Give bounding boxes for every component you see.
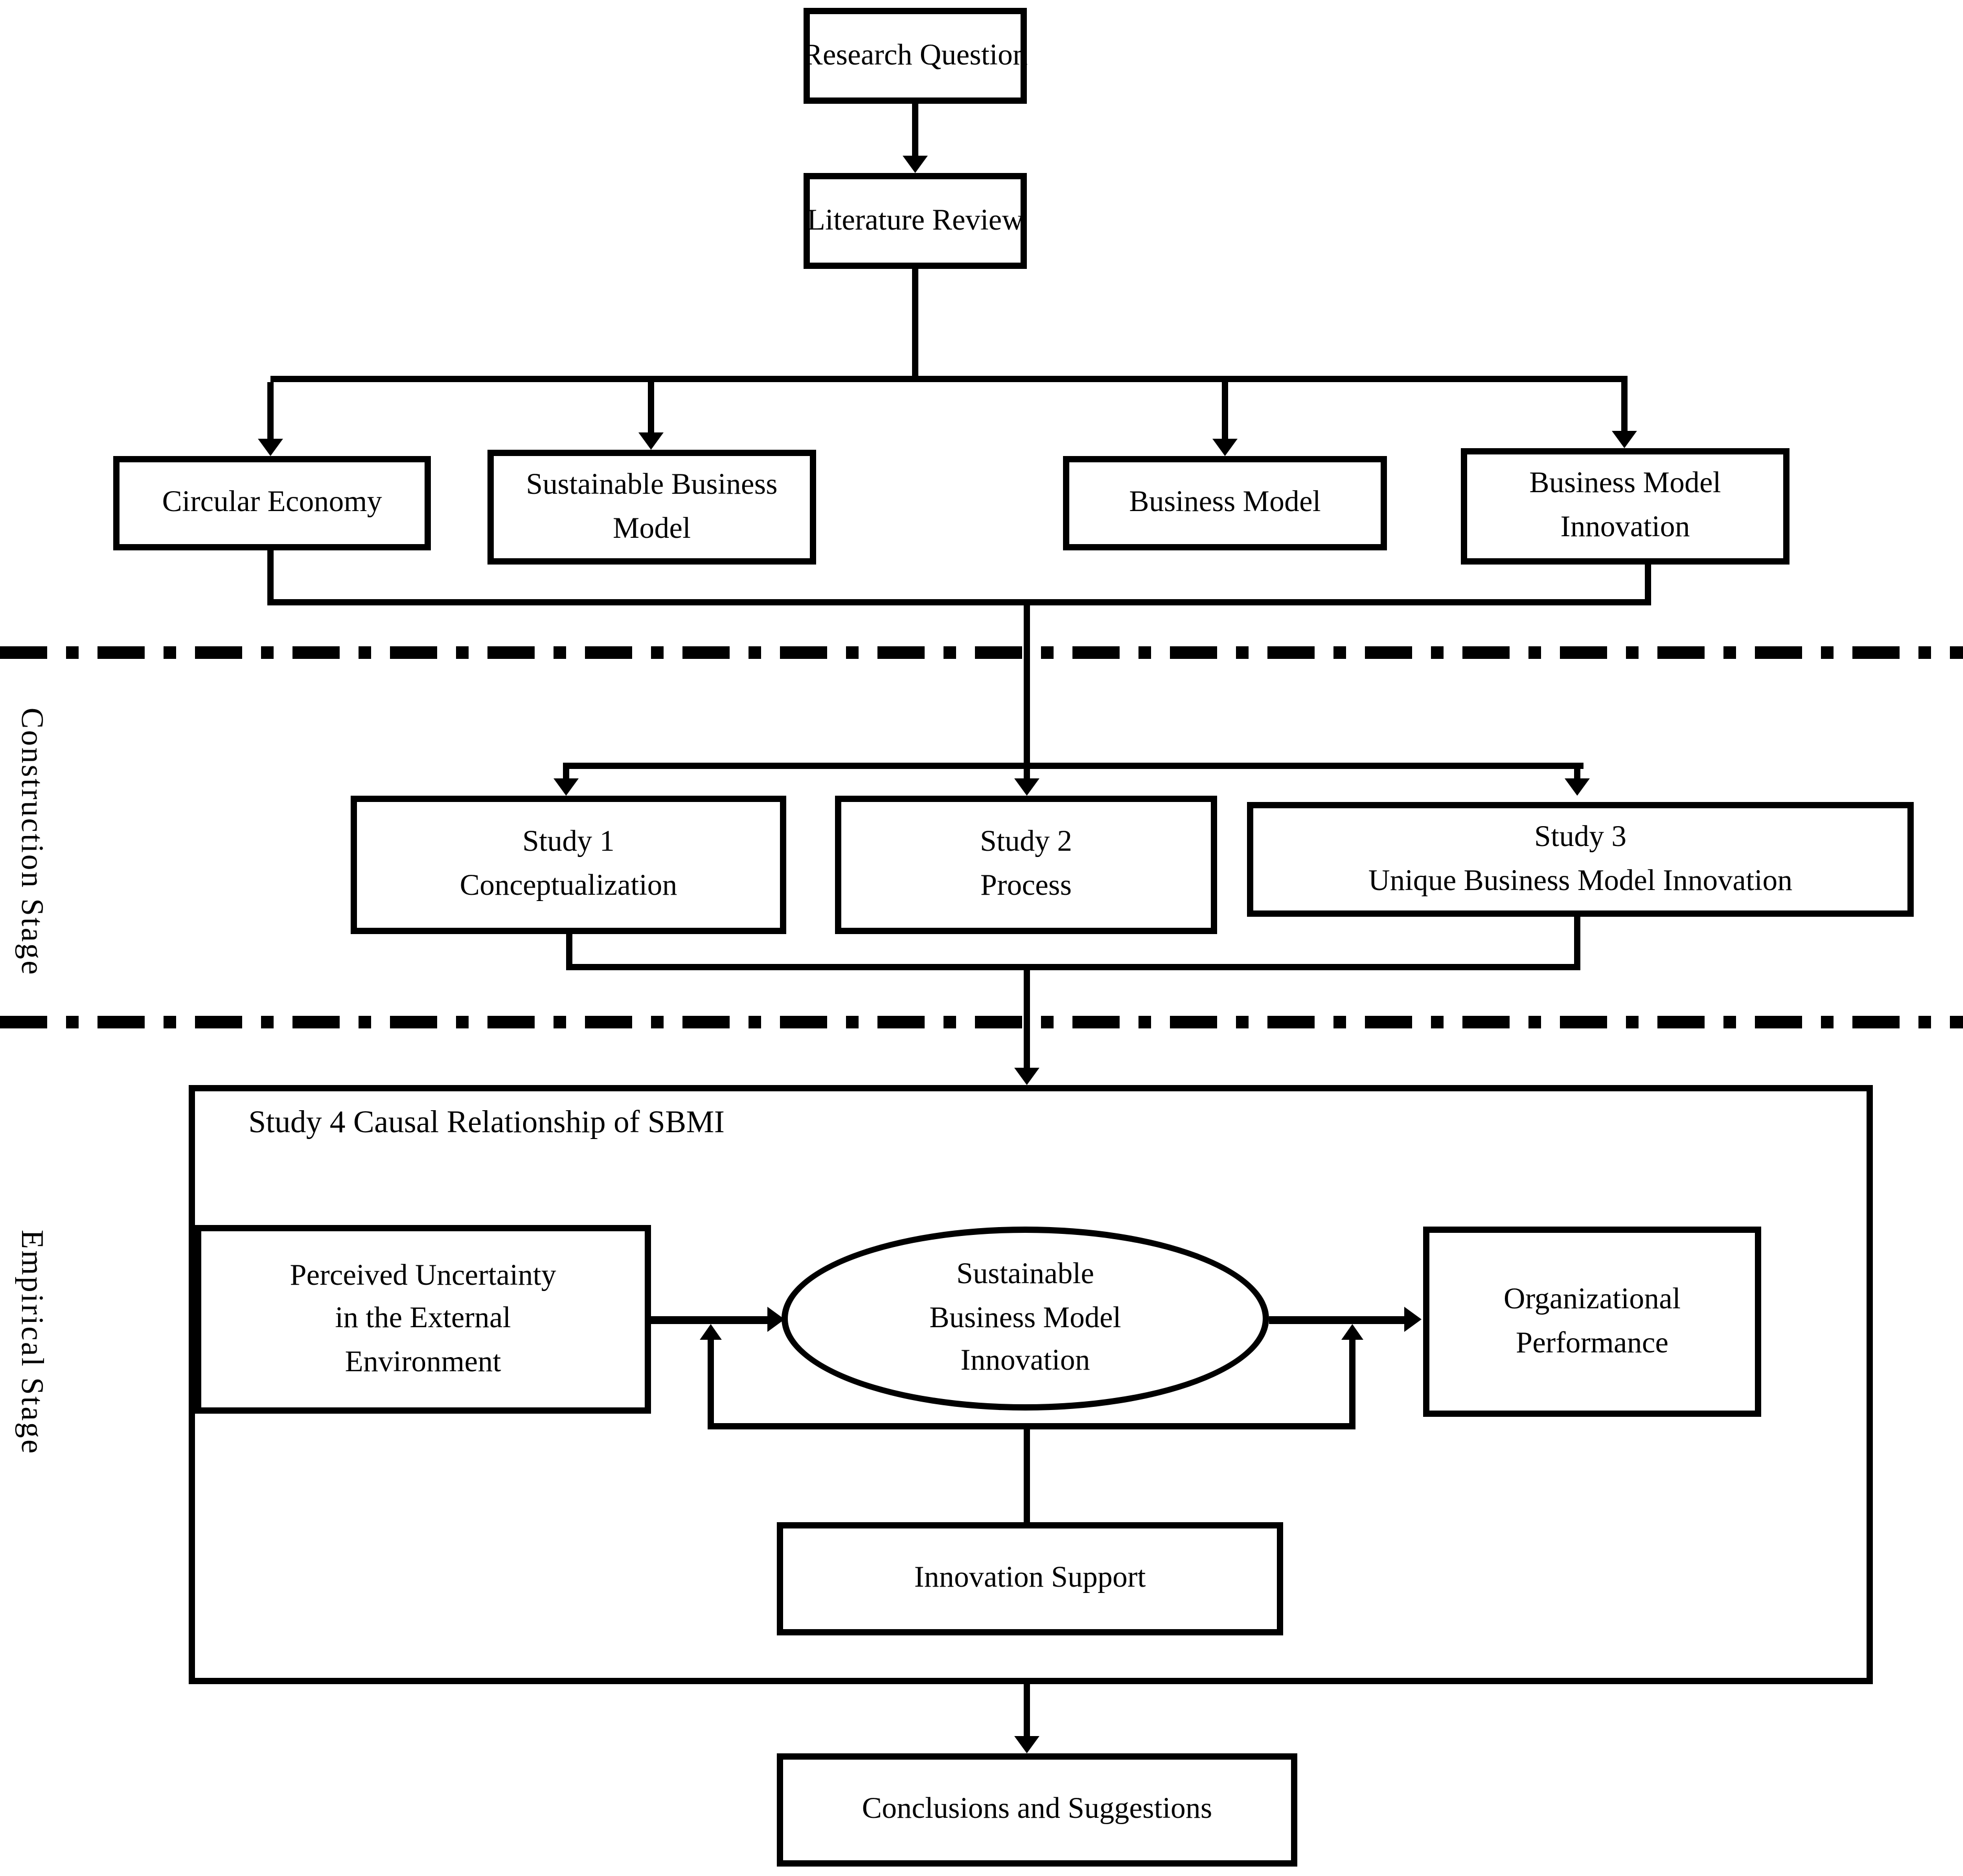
connector-lr-branch — [912, 269, 918, 379]
connector-ce-collector — [267, 550, 274, 599]
circular-economy-box: Circular Economy — [113, 456, 431, 550]
op-line1: Organizational — [1503, 1283, 1681, 1316]
business-model-innovation-box: Business Model Innovation — [1461, 448, 1790, 565]
pu-line3: Environment — [345, 1346, 501, 1379]
arrowhead-down — [638, 432, 664, 450]
connector-branch-bm — [1222, 382, 1228, 439]
arrowhead-down — [258, 439, 283, 456]
arrowhead-up — [700, 1324, 722, 1340]
arrowhead-down — [1612, 431, 1637, 448]
moderation-riser-left — [708, 1338, 714, 1426]
literature-review-box: Literature Review — [804, 173, 1027, 269]
sbmi-line1: Sustainable — [956, 1258, 1094, 1292]
business-model-box: Business Model — [1063, 456, 1387, 550]
sustainable-business-model-box: Sustainable Business Model — [487, 450, 816, 565]
conclusions-label: Conclusions and Suggestions — [862, 1793, 1212, 1826]
moderation-riser-right — [1349, 1338, 1355, 1426]
connector-branch-bmi — [1621, 382, 1628, 431]
literature-review-label: Literature Review — [807, 204, 1024, 237]
innovation-support-label: Innovation Support — [914, 1561, 1146, 1595]
connector-rq-lr — [912, 104, 918, 157]
arrowhead-down — [903, 156, 928, 173]
stage-separator-empirical — [0, 1016, 1963, 1028]
arrowhead-down — [1212, 439, 1238, 456]
connector-is-moderation — [1024, 1429, 1030, 1522]
empirical-stage-label: Empirical Stage — [14, 1230, 49, 1455]
study-1-line1: Study 1 — [522, 826, 615, 860]
study-2-line1: Study 2 — [980, 826, 1072, 860]
connector-study3-collector — [1574, 917, 1580, 967]
moderation-line — [708, 1423, 1355, 1429]
organizational-performance-box: Organizational Performance — [1423, 1227, 1761, 1417]
sbm-label-line1: Sustainable Business — [526, 468, 778, 502]
perceived-uncertainty-box: Perceived Uncertainty in the External En… — [195, 1225, 651, 1414]
arrowhead-right — [767, 1307, 785, 1332]
study-3-line1: Study 3 — [1534, 820, 1626, 854]
pu-line2: in the External — [335, 1302, 511, 1336]
branch-line-top — [270, 376, 1628, 382]
stage-separator-construction — [0, 646, 1963, 659]
arrowhead-right — [1404, 1307, 1422, 1332]
bmi-label-line1: Business Model — [1529, 468, 1721, 501]
connector-branch-ce — [267, 382, 274, 439]
bmi-label-line2: Innovation — [1560, 511, 1690, 544]
circular-economy-label: Circular Economy — [162, 486, 382, 519]
construction-stage-label: Construction Stage — [14, 708, 49, 977]
arrowhead-down — [1014, 778, 1039, 796]
study-3-box: Study 3 Unique Business Model Innovation — [1247, 802, 1914, 917]
sbmi-line3: Innovation — [960, 1344, 1090, 1378]
research-question-box: Research Question — [802, 8, 1028, 104]
innovation-support-box: Innovation Support — [777, 1522, 1283, 1635]
pu-line1: Perceived Uncertainty — [289, 1259, 557, 1293]
arrow-pu-to-sbmi — [651, 1316, 771, 1324]
distributor-line-studies — [563, 763, 1584, 769]
arrowhead-down — [1565, 778, 1590, 796]
arrowhead-down — [1014, 1736, 1039, 1753]
study-1-line2: Conceptualization — [460, 870, 677, 903]
study-2-box: Study 2 Process — [835, 796, 1217, 934]
arrowhead-down — [1014, 1068, 1039, 1085]
sbm-label-line2: Model — [613, 512, 691, 545]
op-line2: Performance — [1515, 1326, 1669, 1360]
collector-line-literature — [267, 599, 1651, 605]
business-model-label: Business Model — [1129, 486, 1321, 519]
connector-branch-sbm — [648, 382, 654, 432]
study-1-box: Study 1 Conceptualization — [351, 796, 786, 934]
connector-bmi-collector — [1645, 565, 1651, 599]
arrowhead-down — [554, 778, 579, 796]
arrow-sbmi-to-op — [1269, 1316, 1407, 1324]
connector-study1-collector — [566, 934, 572, 967]
sbmi-line2: Business Model — [929, 1302, 1121, 1335]
study-3-line2: Unique Business Model Innovation — [1368, 864, 1793, 897]
connector-study4-conclusions — [1024, 1684, 1030, 1738]
sbmi-ellipse: Sustainable Business Model Innovation — [782, 1227, 1269, 1411]
research-question-label: Research Question — [802, 39, 1028, 72]
study-2-line2: Process — [980, 870, 1072, 903]
connector-center-stem-1 — [1024, 605, 1030, 763]
collector-line-studies — [566, 964, 1580, 970]
arrowhead-up — [1341, 1324, 1363, 1340]
conclusions-box: Conclusions and Suggestions — [777, 1753, 1297, 1867]
study-4-title: Study 4 Causal Relationship of SBMI — [248, 1105, 725, 1140]
